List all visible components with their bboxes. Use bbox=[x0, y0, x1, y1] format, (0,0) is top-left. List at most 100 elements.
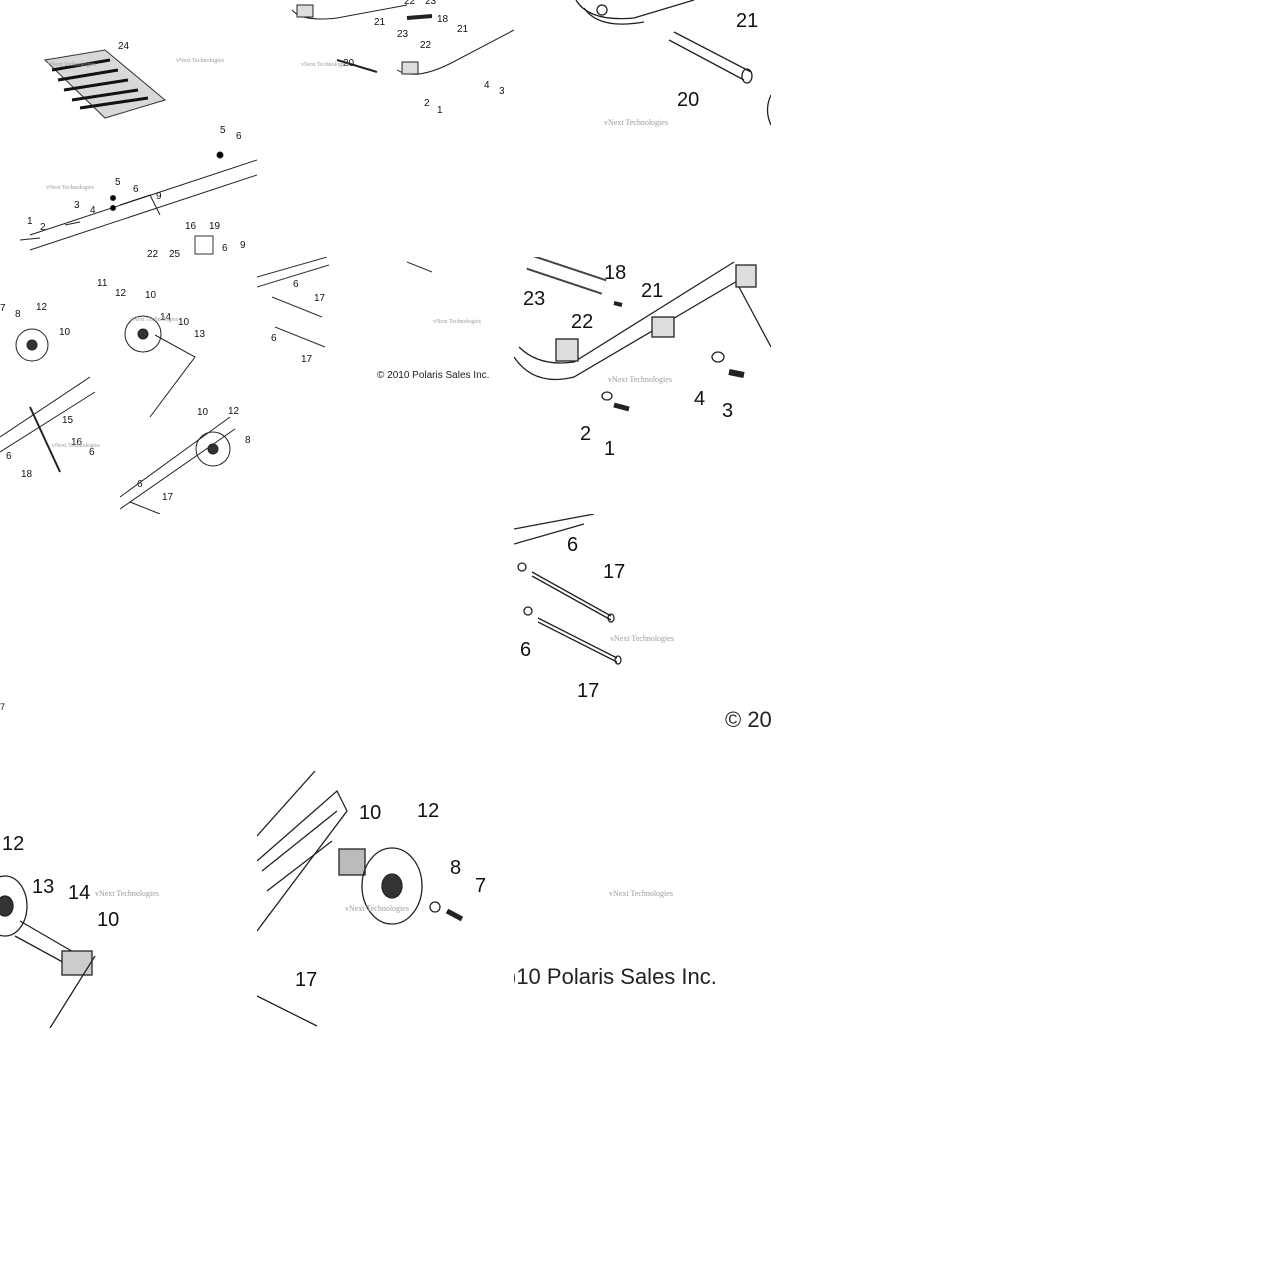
callout-label: 2 bbox=[424, 98, 430, 109]
callout-label: 13 bbox=[194, 329, 206, 340]
callout-label: 5 bbox=[220, 125, 226, 136]
callout-label: 3 bbox=[74, 200, 80, 211]
watermark: vNext Technologies bbox=[46, 185, 95, 191]
callout-label: 14 bbox=[68, 882, 90, 904]
callout-label: 16 bbox=[185, 221, 197, 232]
diagram-tile-front-rails: 21 22 23 18 21 23 22 20 4 3 2 1 vNext Te… bbox=[257, 0, 514, 257]
rail-drawing bbox=[575, 0, 771, 126]
callout-label: 17 bbox=[162, 492, 174, 503]
callout-label: 10 bbox=[145, 290, 157, 301]
rail-drawing bbox=[514, 257, 771, 412]
callout-label: 6 bbox=[236, 131, 242, 142]
callout-label: 16 bbox=[71, 437, 83, 448]
watermark: vNext Technologies bbox=[130, 317, 179, 323]
callout-label: 6 bbox=[271, 333, 277, 344]
diagram-tile-rear-wheels: 7 8 12 10 11 12 10 13 14 10 15 16 6 18 6… bbox=[0, 257, 257, 514]
callout-label: 21 bbox=[374, 17, 386, 28]
watermark: vNext Technologies bbox=[609, 889, 673, 898]
callout-label: 23 bbox=[397, 29, 409, 40]
callout-label: 12 bbox=[115, 288, 127, 299]
callout-label: 10 bbox=[178, 317, 190, 328]
watermark: vNext Technologies bbox=[433, 319, 482, 325]
callout-label: 1 bbox=[27, 216, 33, 227]
callout-label: 10 bbox=[59, 327, 71, 338]
callout-label: 12 bbox=[36, 302, 48, 313]
callout-label: 8 bbox=[450, 857, 461, 879]
callout-label: 20 bbox=[677, 89, 699, 111]
callout-label: 4 bbox=[694, 388, 705, 410]
callout-label: 17 bbox=[314, 293, 326, 304]
callout-label: 17 bbox=[295, 969, 317, 991]
callout-label: 5 bbox=[115, 177, 121, 188]
callout-labels: 24 5 6 5 6 3 4 9 1 2 16 19 22 25 6 9 bbox=[27, 41, 246, 257]
callout-label: 21 bbox=[641, 280, 663, 302]
callout-label: 17 bbox=[301, 354, 313, 365]
callout-label: 12 bbox=[228, 406, 240, 417]
callout-label: 7 bbox=[0, 702, 5, 712]
watermark: vNext Technologies bbox=[176, 58, 225, 64]
callout-label: 6 bbox=[293, 279, 299, 290]
callout-label: 21 bbox=[457, 24, 469, 35]
callout-label: 3 bbox=[722, 400, 733, 422]
watermark: vNext Technologies bbox=[95, 889, 159, 898]
callout-label: 10 bbox=[197, 407, 209, 418]
callout-label: 18 bbox=[437, 14, 449, 25]
callout-label: 1 bbox=[437, 105, 443, 116]
callout-label: 21 bbox=[736, 10, 758, 32]
callout-label: 12 bbox=[417, 800, 439, 822]
track-assembly-drawing bbox=[19, 49, 257, 255]
callout-label: 6 bbox=[133, 184, 139, 195]
wheel-assembly-drawing bbox=[0, 315, 236, 514]
callout-label: 15 bbox=[62, 415, 74, 426]
diagram-tile-bolts-small: 6 17 6 17 vNext Technologies © 2010 Pola… bbox=[257, 257, 514, 514]
callout-label: 2 bbox=[40, 222, 46, 233]
callout-label: 11 bbox=[97, 278, 108, 289]
watermark: vNext Technologies bbox=[610, 634, 674, 643]
callout-label: 6 bbox=[222, 243, 228, 254]
diagram-tile-rear-wheel: 10 12 8 7 17 vNext Technologies bbox=[257, 771, 514, 1028]
diagram-tile-long-bolts: 6 17 6 17 vNext Technologies © 20 bbox=[514, 514, 771, 771]
callout-label: 22 bbox=[571, 311, 593, 333]
diagram-tile-rail-shaft: 21 20 vNext Technologies bbox=[514, 0, 771, 257]
callout-label: 18 bbox=[21, 469, 33, 480]
callout-label: 8 bbox=[15, 309, 21, 320]
wheel-drawing bbox=[257, 771, 464, 1027]
watermark: vNext Technologies bbox=[608, 375, 672, 384]
callout-label: 10 bbox=[359, 802, 381, 824]
copyright-fragment: © 20 bbox=[725, 707, 771, 732]
copyright-text: © 2010 Polaris Sales Inc. bbox=[377, 370, 489, 381]
callout-label: 6 bbox=[137, 479, 143, 490]
bolt-drawing bbox=[257, 257, 433, 348]
callout-label: 9 bbox=[240, 240, 246, 251]
callout-label: 24 bbox=[118, 41, 130, 52]
rail-drawing bbox=[291, 4, 514, 75]
callout-label: 22 bbox=[404, 0, 416, 7]
diagram-tile-wheel-axle: 12 13 14 10 vNext Technologies bbox=[0, 771, 257, 1028]
callout-label: 17 bbox=[603, 561, 625, 583]
diagram-tile-blank-left: 7 bbox=[0, 514, 257, 771]
callout-label: 25 bbox=[169, 249, 181, 257]
callout-label: 19 bbox=[209, 221, 221, 232]
callout-label: 6 bbox=[567, 534, 578, 556]
watermark: vNext Technologies bbox=[604, 118, 668, 127]
callout-label: 12 bbox=[2, 833, 24, 855]
callout-label: 8 bbox=[245, 435, 251, 446]
callout-label: 6 bbox=[6, 451, 12, 462]
callout-label: 7 bbox=[0, 303, 6, 314]
callout-label: 4 bbox=[484, 80, 490, 91]
wheel-axle-drawing bbox=[0, 875, 96, 1028]
diagram-tile-copyright-fragment: vNext Technologies )10 Polaris Sales Inc… bbox=[514, 771, 771, 1028]
callout-label: 9 bbox=[156, 191, 162, 202]
watermark: vNext Technologies bbox=[52, 443, 101, 449]
callout-label: 6 bbox=[520, 639, 531, 661]
callout-label: 10 bbox=[97, 909, 119, 931]
bolt-drawing bbox=[514, 514, 622, 665]
callout-label: 23 bbox=[523, 288, 545, 310]
callout-label: 4 bbox=[90, 205, 96, 216]
watermark: vNext Technologies bbox=[301, 62, 350, 68]
callout-label: 3 bbox=[499, 86, 505, 97]
diagram-tile-overview-rails: 24 5 6 5 6 3 4 9 1 2 16 19 22 25 6 9 vNe… bbox=[0, 0, 257, 257]
callout-label: 1 bbox=[604, 438, 615, 460]
callout-label: 22 bbox=[420, 40, 432, 51]
watermark: vNext Technologies bbox=[345, 904, 409, 913]
